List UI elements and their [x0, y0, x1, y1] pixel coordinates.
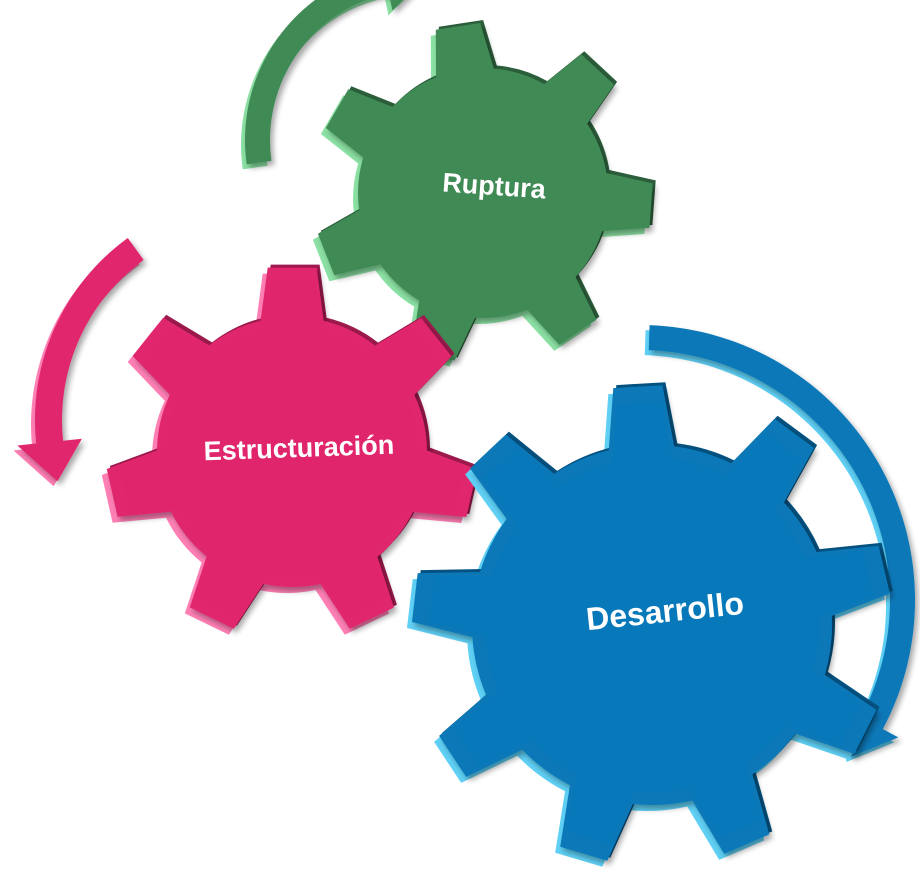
pink-curved-arrow [13, 237, 144, 487]
pink-arrow-body [17, 237, 144, 482]
gear-estructuracion: Estructuración [101, 264, 481, 635]
gear-desarrollo: Desarrollo [407, 382, 893, 867]
blue-curved-arrow [644, 325, 915, 762]
green-arrow-body [245, 0, 404, 165]
gear-ruptura-label: Ruptura [441, 167, 547, 204]
gear-estructuracion-label: Estructuración [203, 430, 394, 467]
gear-ruptura: Ruptura [312, 20, 656, 367]
blue-arrow-body [648, 325, 915, 757]
green-curved-arrow [241, 0, 405, 170]
gear-estructuracion-face [119, 280, 465, 617]
gear-ruptura-face [329, 34, 641, 349]
gear-desarrollo-face [428, 402, 874, 845]
